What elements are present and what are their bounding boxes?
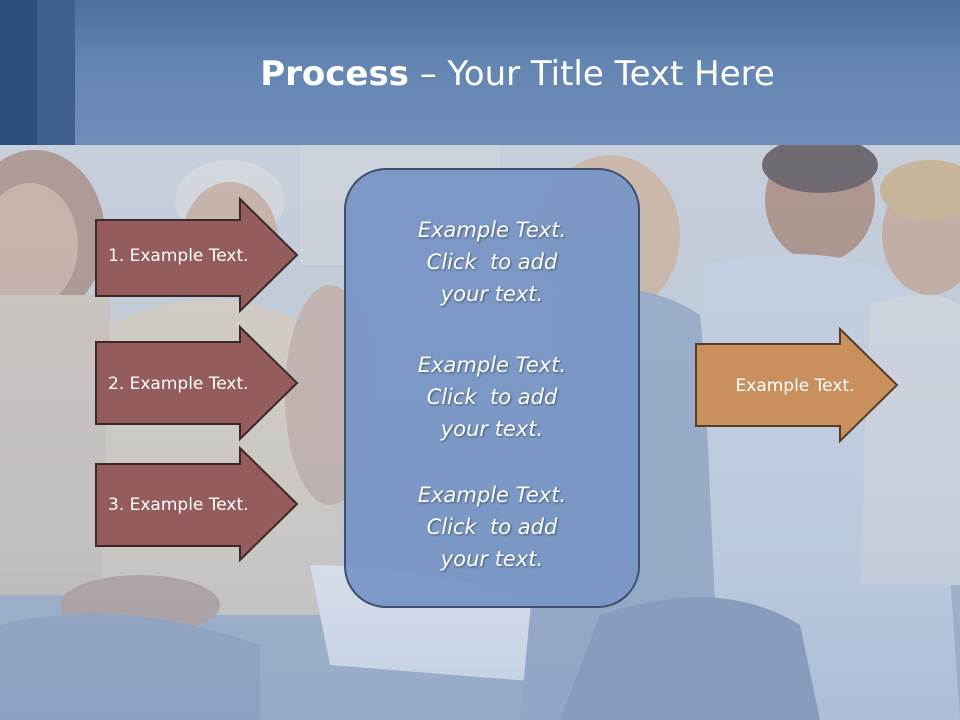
title-bold-part: Process <box>260 54 409 94</box>
step-arrow-2[interactable]: 2. Example Text. <box>95 324 299 442</box>
text-line: your text. <box>440 417 544 441</box>
text-line: your text. <box>440 282 544 306</box>
text-line: Example Text. <box>417 353 567 377</box>
text-block: Example Text. Click to add your text. <box>346 349 638 445</box>
arrow-shape <box>95 196 299 314</box>
output-label: Example Text. <box>735 375 855 396</box>
text-line: your text. <box>440 547 544 571</box>
step-label: 1. Example Text. <box>108 245 249 266</box>
center-text-box[interactable]: Example Text. Click to add your text. Ex… <box>344 168 640 608</box>
arrow-shape <box>95 445 299 563</box>
text-block: Example Text. Click to add your text. <box>346 479 638 575</box>
text-block: Example Text. Click to add your text. <box>346 214 638 310</box>
text-line: Click to add <box>426 250 558 274</box>
step-label: 2. Example Text. <box>108 373 249 394</box>
arrow-shape <box>695 326 899 444</box>
title-bar: Process – Your Title Text Here <box>0 0 960 145</box>
step-label: 3. Example Text. <box>108 494 249 515</box>
text-line: Example Text. <box>417 218 567 242</box>
text-line: Example Text. <box>417 483 567 507</box>
step-arrow-1[interactable]: 1. Example Text. <box>95 196 299 314</box>
header-accent-strip <box>0 0 37 145</box>
step-arrow-3[interactable]: 3. Example Text. <box>95 445 299 563</box>
slide-title[interactable]: Process – Your Title Text Here <box>75 52 960 96</box>
text-line: Click to add <box>426 515 558 539</box>
header-accent-strip <box>37 0 75 145</box>
arrow-shape <box>95 324 299 442</box>
title-rest-part: – Your Title Text Here <box>408 54 775 94</box>
text-line: Click to add <box>426 385 558 409</box>
output-arrow[interactable]: Example Text. <box>695 326 899 444</box>
